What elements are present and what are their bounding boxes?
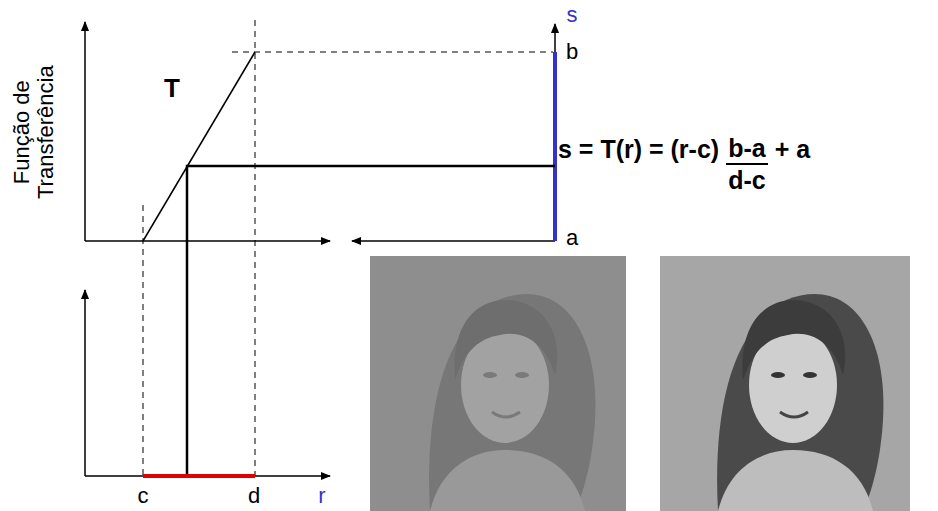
y-axis [84,290,86,476]
y-axis [84,22,86,241]
guide-line [255,20,256,476]
low-contrast-photo [370,256,626,511]
axis-name: r [318,484,325,508]
range-limit: b [566,40,578,64]
function-name: T [164,74,180,103]
guide-line [143,205,144,476]
formula-denominator: d-c [728,167,766,195]
formula-part: + a [775,136,810,164]
range-limit: d [248,484,260,508]
axis-name: s [567,3,578,27]
axis-title: Função de Transferência [10,52,58,212]
range-limit: c [138,484,149,508]
s-axis [554,24,556,241]
range-limit: a [566,226,578,250]
guide-line [232,52,553,53]
output-range [553,52,557,241]
x-axis [85,240,330,242]
high-contrast-photo [660,256,910,511]
formula-numerator: b-a [726,135,768,165]
mapping-arrow [352,240,555,242]
transfer-line [143,52,255,241]
formula-part: s = T(r) = (r-c) [558,136,719,164]
x-axis [85,475,330,477]
input-range [143,474,255,478]
